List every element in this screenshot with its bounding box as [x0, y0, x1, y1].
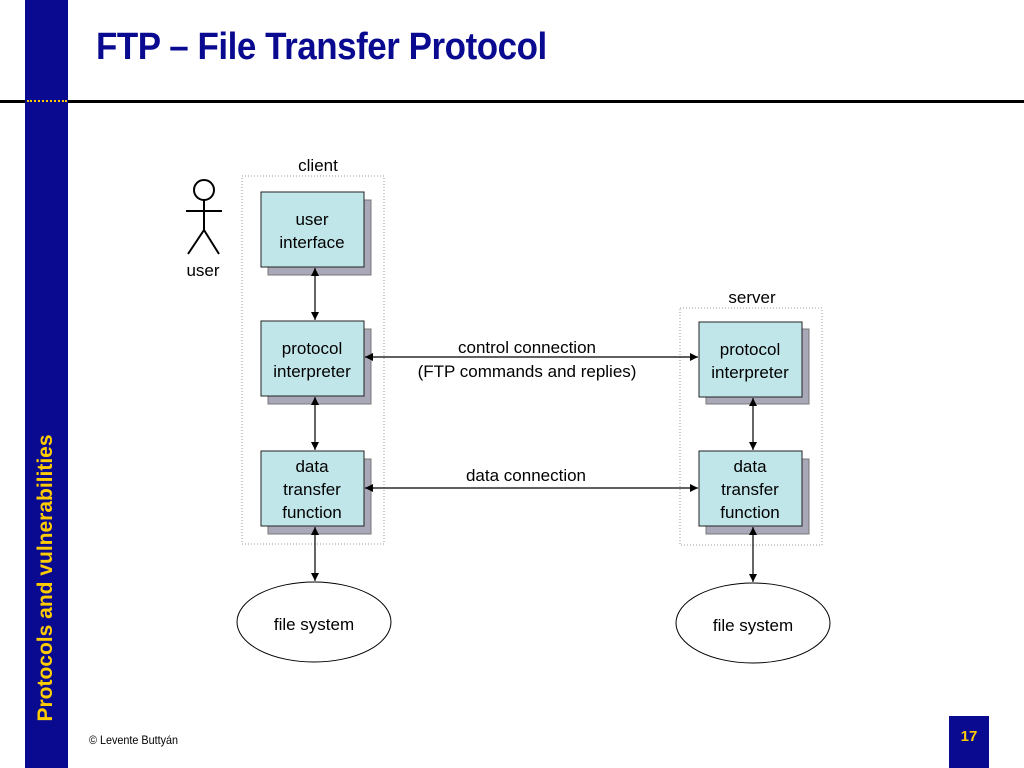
client-dtf-line-1: data — [295, 457, 329, 476]
sidebar-dotted-accent — [27, 100, 67, 106]
title-rule-left — [0, 100, 25, 103]
user-actor-icon — [186, 179, 222, 255]
client-ui-line-1: user — [295, 210, 328, 229]
server-file-system-label: file system — [713, 616, 793, 635]
server-dtf-line-1: data — [733, 457, 767, 476]
client-ui-line-2: interface — [279, 233, 344, 252]
control-connection-label: control connection — [458, 338, 596, 357]
data-connection-label: data connection — [466, 466, 586, 485]
client-pi-line-1: protocol — [282, 339, 342, 358]
server-dtf-line-2: transfer — [721, 480, 779, 499]
client-user-interface-box: user interface — [260, 191, 372, 276]
client-file-system — [236, 581, 392, 663]
user-label: user — [186, 261, 219, 280]
client-dtf-line-3: function — [282, 503, 342, 522]
server-dtf-line-3: function — [720, 503, 780, 522]
client-label: client — [298, 156, 338, 175]
page-number: 17 — [960, 728, 978, 745]
control-connection-sublabel: (FTP commands and replies) — [418, 362, 637, 381]
client-protocol-interpreter-box: protocol interpreter — [260, 320, 372, 405]
client-data-transfer-function-box: data transfer function — [260, 450, 372, 535]
server-pi-line-1: protocol — [720, 340, 780, 359]
server-protocol-interpreter-box: protocol interpreter — [698, 321, 810, 405]
server-file-system — [675, 582, 831, 664]
title-rule — [68, 100, 1024, 103]
sidebar-band — [25, 0, 68, 768]
client-dtf-line-2: transfer — [283, 480, 341, 499]
client-file-system-label: file system — [274, 615, 354, 634]
client-pi-line-2: interpreter — [273, 362, 351, 381]
server-label: server — [728, 288, 776, 307]
slide-title: FTP – File Transfer Protocol — [96, 26, 547, 68]
footer-copyright: © Levente Buttyán — [89, 733, 179, 747]
server-data-transfer-function-box: data transfer function — [698, 450, 810, 535]
server-pi-line-2: interpreter — [711, 363, 789, 382]
page-number-box: 17 — [949, 716, 989, 768]
